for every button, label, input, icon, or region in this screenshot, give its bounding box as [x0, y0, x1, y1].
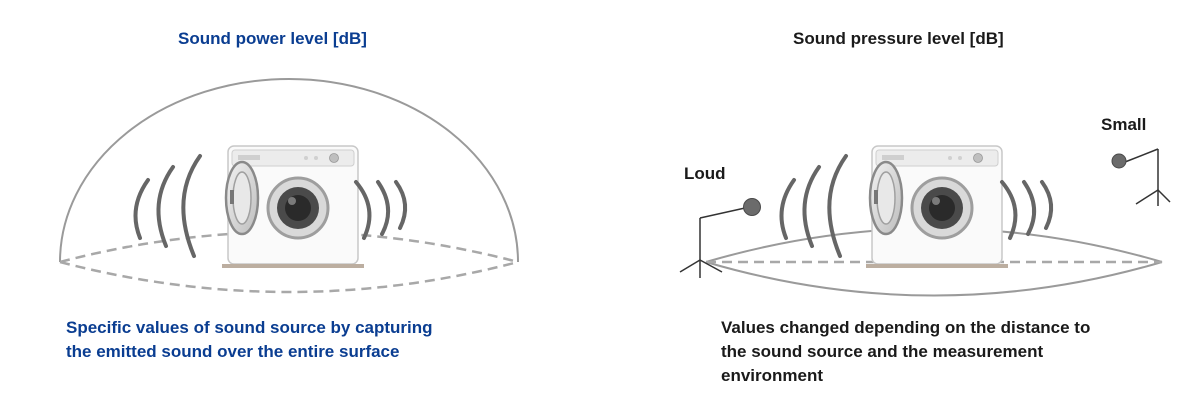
sound-pressure-description: Values changed depending on the distance… — [721, 316, 1090, 388]
sound-wave-icon — [133, 154, 202, 258]
description-line: the emitted sound over the entire surfac… — [66, 342, 400, 361]
washing-machine-icon — [220, 144, 366, 270]
sound-power-title: Sound power level [dB] — [178, 29, 367, 48]
description-line: Values changed depending on the distance… — [721, 318, 1091, 337]
sound-wave-icon — [354, 180, 408, 240]
description-line: Specific values of sound source by captu… — [66, 318, 433, 337]
description-line: the sound source and the measurement — [721, 342, 1044, 361]
sound-wave-icon — [1000, 180, 1054, 240]
washing-machine-icon — [864, 144, 1010, 270]
description-line: environment — [721, 366, 824, 385]
loud-label: Loud — [684, 164, 726, 183]
microphone-stand-icon — [1111, 148, 1171, 206]
sound-power-description: Specific values of sound source by captu… — [66, 316, 433, 364]
microphone-stand-icon — [679, 198, 761, 278]
sound-pressure-title: Sound pressure level [dB] — [793, 29, 1004, 48]
small-label: Small — [1101, 115, 1147, 134]
